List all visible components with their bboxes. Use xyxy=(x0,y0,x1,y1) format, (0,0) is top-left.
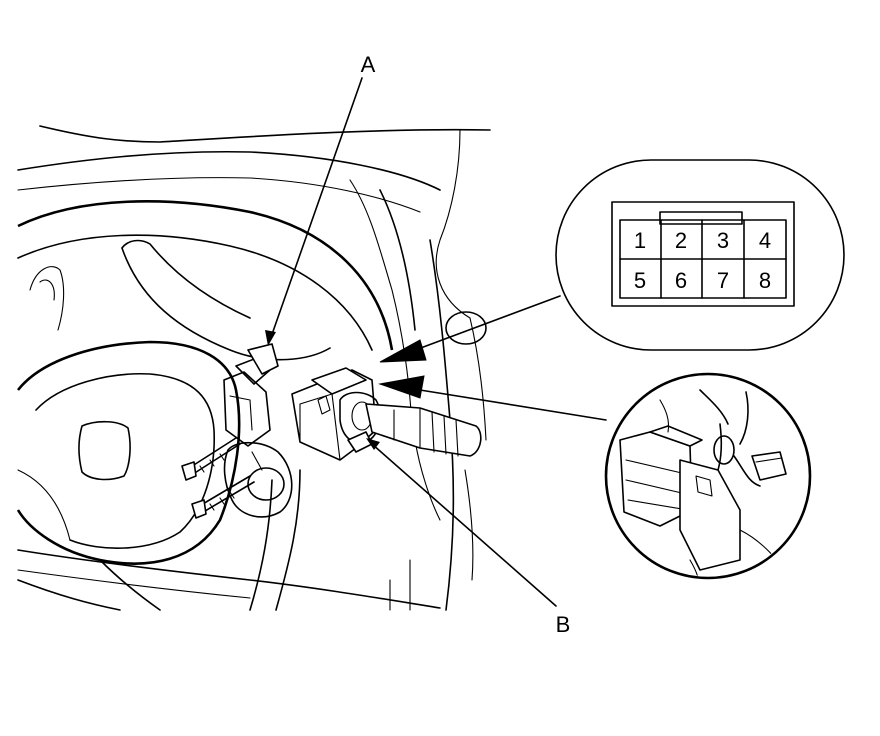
pin-4: 4 xyxy=(759,228,771,253)
pin-2: 2 xyxy=(675,228,687,253)
steering-wheel xyxy=(16,200,394,611)
closeup-circle xyxy=(604,372,812,580)
pin-7: 7 xyxy=(717,268,729,293)
callout-label-a: A xyxy=(361,52,376,77)
steering-column xyxy=(223,343,293,518)
connector-closeup-callout xyxy=(604,372,812,580)
mounting-screws xyxy=(181,437,255,519)
connector-callout-bubble xyxy=(555,159,845,351)
pin-1: 1 xyxy=(634,228,646,253)
connector-face xyxy=(611,201,795,307)
connector-lock-tab xyxy=(659,211,743,225)
connector-pinout-callout: 1 2 3 4 5 6 7 8 xyxy=(555,159,845,351)
pointer-arrows xyxy=(378,295,607,421)
pin-6: 6 xyxy=(675,268,687,293)
pin-3: 3 xyxy=(717,228,729,253)
leader-lines xyxy=(265,77,557,607)
pin-5: 5 xyxy=(634,268,646,293)
combination-switch xyxy=(291,367,482,461)
pin-8: 8 xyxy=(759,268,771,293)
callout-label-b: B xyxy=(556,612,571,637)
